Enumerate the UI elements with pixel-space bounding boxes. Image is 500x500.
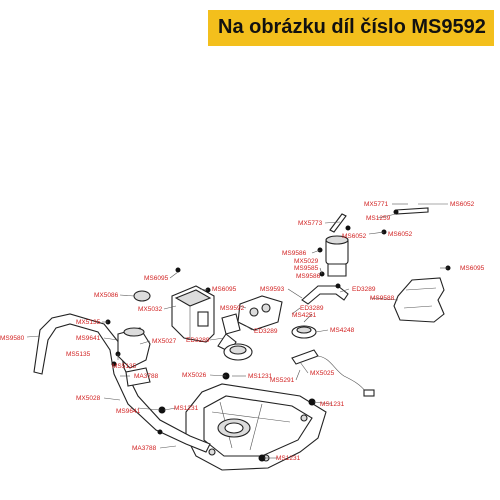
right-bracket — [393, 265, 451, 323]
part-label: MS1231 — [248, 373, 273, 380]
canister-box — [171, 285, 215, 343]
part-label: ED3289 — [300, 305, 324, 312]
part-label: MS1231 — [276, 455, 301, 462]
part-label: MS6052 — [388, 231, 413, 238]
part-label: MX5025 — [310, 370, 335, 377]
fuel-tank — [185, 383, 327, 471]
part-label: ED3289 — [352, 286, 376, 293]
part-label: MX5771 — [364, 201, 389, 208]
part-label: MS9641 — [116, 408, 141, 415]
part-label: MS1231 — [320, 401, 345, 408]
part-label: MS5291 — [270, 377, 295, 384]
part-label: MS6052 — [342, 233, 367, 240]
part-label: MS5135 — [112, 363, 137, 370]
part-label: MS4248 — [330, 327, 355, 334]
part-label: MS9593 — [260, 286, 285, 293]
part-label: MS5135 — [66, 351, 91, 358]
part-label: MX5773 — [298, 220, 323, 227]
part-label: MX5028 — [76, 395, 101, 402]
part-label: MS4251 — [292, 312, 317, 319]
part-label: MS9641 — [76, 335, 101, 342]
fasteners — [105, 267, 316, 462]
part-label: MX5135 — [76, 319, 101, 326]
part-label: MX5086 — [94, 292, 119, 299]
banner-text: Na obrázku díl číslo MS9592 — [218, 16, 486, 38]
fuel-sender — [291, 349, 375, 397]
vent-hose — [301, 283, 349, 305]
part-label: MS9580 — [0, 335, 25, 342]
part-label: MX5029 — [294, 258, 319, 265]
pump-module — [217, 295, 283, 353]
part-label: ED3289 — [186, 337, 210, 344]
part-label: MX5027 — [152, 338, 177, 345]
part-label: MA3788 — [134, 373, 159, 380]
part-label: MS6095 — [144, 275, 169, 282]
gauge-disk — [223, 325, 317, 361]
part-label: MX5032 — [138, 306, 163, 313]
valve-cluster — [317, 235, 349, 277]
part-label: MS9585 — [294, 265, 319, 272]
part-label: MS9586 — [296, 273, 321, 280]
part-label: MS9592 — [220, 305, 245, 312]
filler-neck — [33, 313, 211, 453]
part-label: MX5026 — [182, 372, 207, 379]
leader-lines — [26, 203, 448, 459]
part-label: MS6052 — [450, 201, 475, 208]
part-label: MA3788 — [132, 445, 157, 452]
part-label: MS1259 — [366, 215, 391, 222]
part-label: MS9588 — [370, 295, 395, 302]
part-label: MS6095 — [212, 286, 237, 293]
title-banner: Na obrázku díl číslo MS9592 — [208, 10, 494, 46]
part-label: MS1231 — [174, 405, 199, 412]
part-label: ED3289 — [254, 328, 278, 335]
upper-hoses — [329, 207, 429, 235]
part-label: MS6095 — [460, 265, 485, 272]
part-label: MS9586 — [282, 250, 307, 257]
part-labels: MX5771 MS6052 MS1259 MX5773 MS6052 MS605… — [0, 201, 485, 462]
